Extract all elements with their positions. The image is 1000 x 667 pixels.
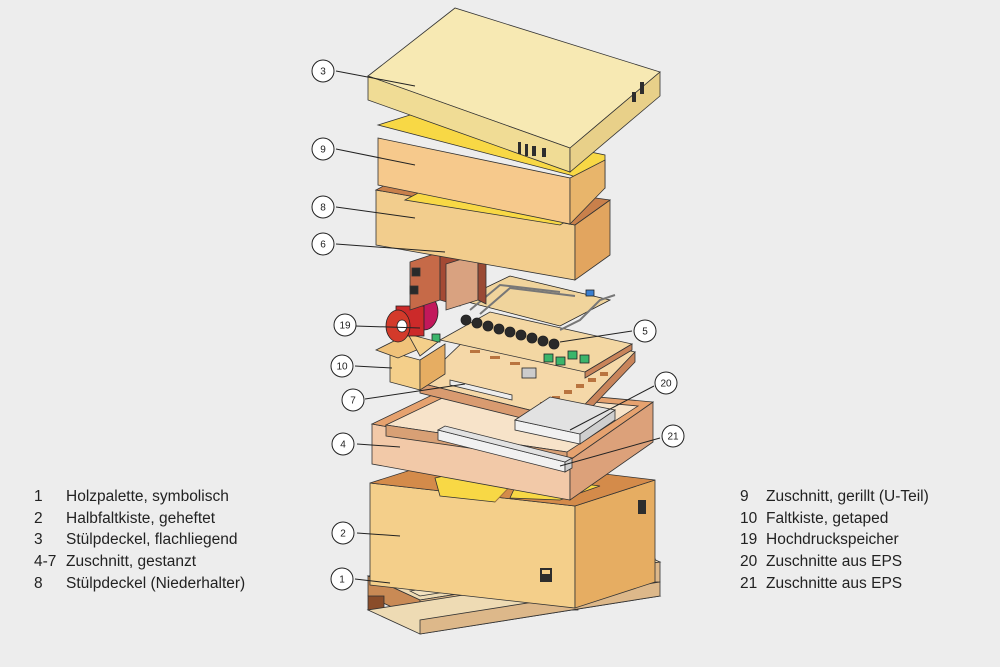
legend-right: 9 Zuschnitt, gerillt (U-Teil) 10 Faltkis…	[740, 486, 929, 595]
legend-number: 21	[740, 574, 758, 592]
legend-item: 10 Faltkiste, getaped	[740, 508, 929, 530]
callout-20: 20	[654, 371, 678, 395]
callout-6: 6	[311, 232, 335, 256]
callout-6-label: 6	[320, 240, 326, 251]
legend-item: 9 Zuschnitt, gerillt (U-Teil)	[740, 486, 929, 508]
legend-item: 19 Hochdruckspeicher	[740, 529, 929, 551]
handling-symbols-icon	[518, 82, 644, 157]
callout-21: 21	[661, 424, 685, 448]
callout-9: 9	[311, 137, 335, 161]
callout-5-label: 5	[642, 327, 648, 338]
high-pressure-accumulator	[385, 293, 439, 343]
callout-10: 10	[330, 354, 354, 378]
legend-number: 19	[740, 531, 758, 549]
callout-19: 19	[333, 313, 357, 337]
legend-text: Zuschnitte aus EPS	[766, 553, 903, 571]
legend-number: 20	[740, 553, 758, 571]
legend-number: 1	[34, 488, 43, 505]
legend-text: Stülpdeckel, flachliegend	[66, 531, 238, 549]
legend-number: 8	[34, 574, 43, 592]
legend-text: Zuschnitte aus EPS	[766, 574, 903, 592]
eps-bar-20	[513, 396, 617, 445]
legend-text: Faltkiste, getaped	[766, 509, 889, 527]
callout-4: 4	[331, 432, 355, 456]
legend-text: Zuschnitt, gerillt (U-Teil)	[766, 488, 929, 505]
legend-number: 9	[740, 488, 749, 505]
callout-8-label: 8	[320, 203, 326, 214]
callout-3-label: 3	[320, 67, 326, 78]
slip-lid-flat	[367, 7, 661, 173]
box-label-mark	[540, 500, 646, 582]
callout-3: 3	[311, 59, 335, 83]
callout-1-label: 1	[339, 575, 345, 586]
leader-lines	[335, 70, 661, 584]
callout-7-label: 7	[350, 396, 356, 407]
callout-20-label: 20	[660, 379, 672, 390]
callout-7: 7	[341, 388, 365, 412]
legend-item: 21 Zuschnitte aus EPS	[740, 573, 929, 595]
callout-8: 8	[311, 195, 335, 219]
callout-2-label: 2	[340, 529, 346, 540]
callout-19-label: 19	[339, 321, 351, 332]
legend-number: 4-7	[34, 553, 57, 571]
legend-item: 8 Stülpdeckel (Niederhalter)	[34, 573, 245, 595]
legend-number: 10	[740, 509, 758, 527]
legend-text: Holzpalette, symbolisch	[66, 488, 229, 505]
callout-2: 2	[331, 521, 355, 545]
legend-number: 3	[34, 531, 43, 549]
die-cut-upright	[409, 251, 487, 311]
legend-item: 1 Holzpalette, symbolisch	[34, 486, 245, 508]
legend-text: Stülpdeckel (Niederhalter)	[66, 574, 246, 592]
legend-item: 2 Halbfaltkiste, geheftet	[34, 508, 245, 530]
legend-item: 20 Zuschnitte aus EPS	[740, 551, 929, 573]
callout-1: 1	[330, 567, 354, 591]
eps-bar-21	[436, 425, 574, 473]
legend-item: 3 Stülpdeckel, flachliegend	[34, 529, 245, 551]
legend-item: 4-7 Zuschnitt, gestanzt	[34, 551, 245, 573]
callout-5: 5	[633, 319, 657, 343]
legend-number: 2	[34, 509, 43, 527]
callout-21-label: 21	[667, 432, 679, 443]
legend-text: Hochdruckspeicher	[766, 531, 899, 549]
legend-left: 1 Holzpalette, symbolisch 2 Halbfaltkist…	[34, 486, 245, 595]
scored-u-part	[376, 114, 606, 225]
callout-4-label: 4	[340, 440, 346, 451]
callout-9-label: 9	[320, 145, 326, 156]
legend-text: Halbfaltkiste, geheftet	[66, 509, 216, 527]
legend-text: Zuschnitt, gestanzt	[66, 553, 197, 571]
callout-10-label: 10	[336, 362, 348, 373]
